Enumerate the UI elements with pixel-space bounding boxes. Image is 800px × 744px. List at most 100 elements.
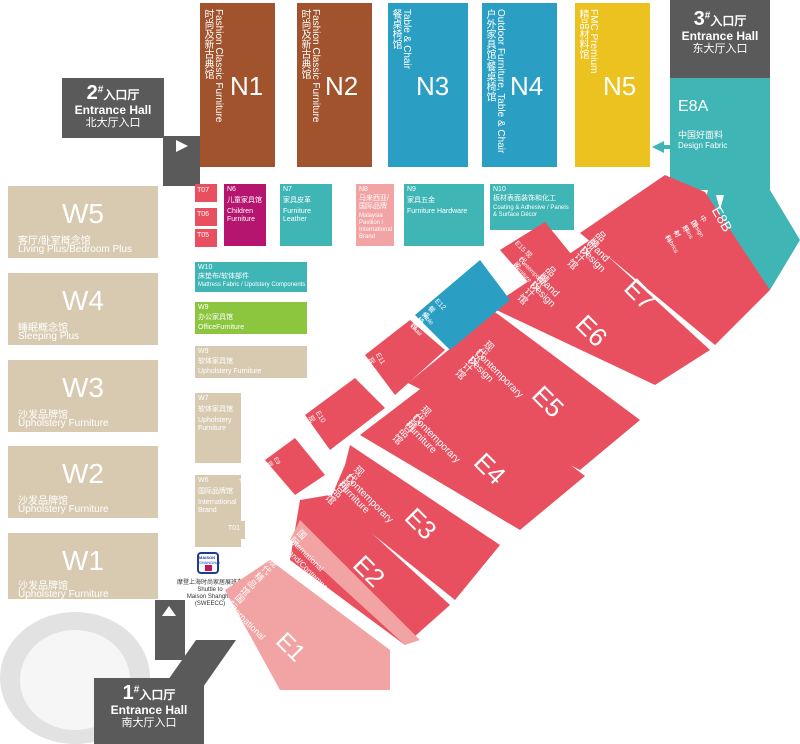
hall-n2-en: Fashion Classic Furniture xyxy=(310,9,321,123)
booth-w9-upholstery-en: Upholstery Furniture xyxy=(198,368,262,375)
arrow-right-icon xyxy=(176,140,188,152)
entrance-3-number: 3 xyxy=(693,8,705,30)
booth-n7-cn: 家具皮革 xyxy=(283,197,311,204)
shuttle-info[interactable]: 摩登上海时尚家居展班车 Shuttle to Maison Shanghai (… xyxy=(170,580,250,608)
booth-n6-cn: 儿童家具馆 xyxy=(227,197,262,204)
hall-w5[interactable]: W5 客厅/卧室概念馆 Living Plus/Bedroom Plus xyxy=(8,186,158,258)
booth-w10-cn: 床垫布/软体部件 xyxy=(198,273,249,280)
booth-w10-en: Mattress Fabric / Upolstery Components xyxy=(198,282,306,288)
shuttle-en1: Shuttle to xyxy=(197,587,223,593)
shuttle-en3: (SWEECC) xyxy=(194,601,226,607)
booth-t07[interactable]: T07 xyxy=(195,184,217,202)
entrance-hall-3[interactable]: 3#入口厅 Entrance Hall 东大厅入口 xyxy=(670,0,770,78)
booth-w9-office[interactable]: W9 办公家具馆 OfficeFurniture xyxy=(195,302,307,334)
booth-n7[interactable]: N7 家具皮革 Furniture Leather xyxy=(280,184,332,246)
hall-w3-en: Upholstery Furniture xyxy=(18,418,109,429)
entrance-1-sup: # xyxy=(133,684,140,696)
hall-w4[interactable]: W4 睡眠概念馆 Sleeping Plus xyxy=(8,273,158,345)
entrance-hall-2[interactable]: 2#入口厅 Entrance Hall 北大厅入口 xyxy=(62,78,164,138)
booth-n7-code: N7 xyxy=(283,186,292,193)
booth-n8[interactable]: N8 马来西亚/国际品牌 Malaysia Pavilion / Interna… xyxy=(356,184,394,246)
hall-w1[interactable]: W1 沙发品牌馆 Upholstery Furniture xyxy=(8,533,158,600)
arrow-left-icon xyxy=(652,141,664,153)
booth-n8-code: N8 xyxy=(359,186,368,193)
arrow-e8b-down-icon xyxy=(716,195,724,210)
hall-w2[interactable]: W2 沙发品牌馆 Upholstery Furniture xyxy=(8,446,158,518)
hall-w5-en: Living Plus/Bedroom Plus xyxy=(18,244,132,255)
booth-n6-code: N6 xyxy=(227,186,236,193)
hall-e8a-cn: 中国好面料 xyxy=(678,130,724,140)
entrance-3-en: Entrance Hall xyxy=(681,29,759,43)
hall-n4-en: Outdoor Furniture, Table & Chair xyxy=(495,9,506,154)
entrance-3-cn-suffix: 入口厅 xyxy=(710,14,747,28)
hall-e4[interactable] xyxy=(360,370,585,530)
booth-w9-office-code: W9 xyxy=(198,304,209,311)
hall-n3-code: N3 xyxy=(416,71,450,101)
hall-e11[interactable] xyxy=(365,320,445,395)
hall-n3[interactable]: 餐桌椅馆 Table & Chair N3 xyxy=(388,3,468,167)
booth-n8-en: Malaysia Pavilion / International Brand xyxy=(359,213,393,240)
hall-e10[interactable] xyxy=(305,378,385,450)
hall-w3[interactable]: W3 沙发品牌馆 Upholstery Furniture xyxy=(8,360,158,432)
booth-t06-label: T06 xyxy=(197,211,210,218)
hall-n5-code: N5 xyxy=(603,71,637,101)
hall-e7[interactable] xyxy=(580,175,770,345)
hall-n5[interactable]: 精品材料馆 FMC Premium N5 xyxy=(575,3,650,167)
booth-n9-cn: 家具五金 xyxy=(407,197,435,204)
hall-n3-en: Table & Chair xyxy=(401,9,412,70)
entrance-hall-1[interactable]: 1#入口厅 Entrance Hall 南大厅入口 xyxy=(94,678,204,744)
hall-w3-cn: 沙发品牌馆 xyxy=(18,410,68,421)
entrance-2-number: 2 xyxy=(86,82,98,104)
booth-n9[interactable]: N9 家具五金 Furniture Hardware xyxy=(404,184,484,246)
booth-t01-label: T01 xyxy=(228,525,241,532)
booth-n7-en: Furniture Leather xyxy=(283,208,312,223)
booth-n10[interactable]: N10 板材表面装饰和化工 Coating & Adhesive / Panel… xyxy=(490,184,574,230)
entrance-2-sup: # xyxy=(97,84,104,96)
hall-e2[interactable] xyxy=(290,495,450,645)
hall-e3[interactable] xyxy=(330,445,500,600)
booth-w9-office-cn: 办公家具馆 xyxy=(198,314,233,321)
hall-n1[interactable]: 时尚及新古典馆 Fashion Classic Furniture N1 xyxy=(200,3,275,167)
hall-e5[interactable] xyxy=(408,312,640,470)
booth-t06[interactable]: T06 xyxy=(195,208,217,226)
booth-w7-en: Upholstery Furniture xyxy=(198,417,232,432)
hall-w1-cn: 沙发品牌馆 xyxy=(18,581,68,592)
booth-w10[interactable]: W10 床垫布/软体部件 Mattress Fabric / Upolstery… xyxy=(195,262,307,292)
hall-n4-code: N4 xyxy=(510,71,544,101)
hall-w4-en: Sleeping Plus xyxy=(18,331,80,342)
booth-n6[interactable]: N6 儿童家具馆 Children Furniture xyxy=(224,184,266,246)
arrow-down-icon xyxy=(142,152,156,162)
entrance-2-cn-suffix: 入口厅 xyxy=(103,88,140,102)
maison-logo-icon: MAISON SHANGHAI xyxy=(197,552,220,574)
hall-e8b[interactable] xyxy=(700,190,800,290)
booth-n9-en: Furniture Hardware xyxy=(407,208,468,215)
booth-t07-label: T07 xyxy=(197,187,210,194)
booth-n10-en: Coating & Adhesive / Panels & Surface Dé… xyxy=(493,205,569,218)
entrance-2-en: Entrance Hall xyxy=(74,103,152,117)
booth-w7[interactable]: W7 软体家具馆 Upholstery Furniture xyxy=(195,393,241,463)
booth-t05[interactable]: T05 xyxy=(195,229,217,247)
booth-w7-code: W7 xyxy=(198,395,209,402)
hall-e8a[interactable]: E8A 中国好面料 Design Fabric xyxy=(670,78,770,190)
booth-t01[interactable]: T01 xyxy=(227,521,245,539)
booth-w9-upholstery[interactable]: W9 软体家具馆 Upholstery Furniture xyxy=(195,346,307,378)
booth-n10-cn: 板材表面装饰和化工 xyxy=(493,195,556,202)
entrance-1-number: 1 xyxy=(122,682,134,704)
hall-w5-code: W5 xyxy=(62,198,104,229)
maison-logo-line1: MAISON xyxy=(199,555,215,560)
hall-e1[interactable] xyxy=(225,560,390,690)
hall-e9[interactable] xyxy=(265,438,325,495)
hall-w1-en: Upholstery Furniture xyxy=(18,589,109,600)
entrance-3-sup: # xyxy=(704,10,711,22)
hall-w5-cn: 客厅/卧室概念馆 xyxy=(18,236,91,247)
maison-logo-line2: SHANGHAI xyxy=(199,560,220,565)
hall-n2[interactable]: 时尚及新古典馆 Fashion Classic Furniture N2 xyxy=(297,3,372,167)
hall-n2-cn: 时尚及新古典馆 xyxy=(299,9,310,79)
teal-connector xyxy=(660,145,672,149)
hall-e15[interactable] xyxy=(500,222,580,290)
hall-e12[interactable] xyxy=(415,260,510,350)
hall-n4[interactable]: 户外家具馆/餐桌椅馆 Outdoor Furniture, Table & Ch… xyxy=(482,3,557,167)
booth-w9-upholstery-code: W9 xyxy=(198,348,209,355)
entrance-1-en: Entrance Hall xyxy=(110,703,188,717)
